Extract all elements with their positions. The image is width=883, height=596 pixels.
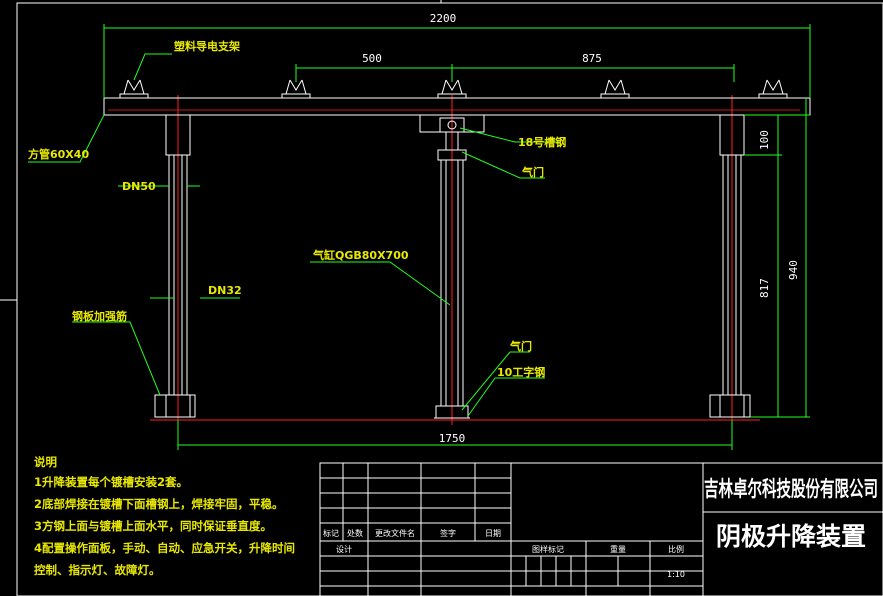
title-block <box>319 462 883 596</box>
tb-stage-mark: 图样标记 <box>532 544 564 554</box>
label-steel-plate: 钢板加强筋 <box>72 309 127 323</box>
label-dn32: DN32 <box>208 284 242 297</box>
tb-designer: 设计 <box>336 544 352 554</box>
label-channel-steel: 18号槽钢 <box>518 135 566 149</box>
leader-lines <box>28 53 560 417</box>
dim-100: 100 <box>758 130 771 150</box>
tb-change-doc: 更改文件名 <box>375 528 415 538</box>
tb-weight: 重量 <box>610 544 626 554</box>
label-valve-bottom: 气门 <box>509 339 532 353</box>
company-name: 吉林卓尔科技股份有限公司 <box>704 476 878 501</box>
label-square-tube: 方管60X40 <box>28 147 89 161</box>
dim-875: 875 <box>582 52 602 65</box>
drawing-title: 阴极升降装置 <box>716 522 866 551</box>
bracket-5 <box>758 79 788 99</box>
tb-count: 处数 <box>347 528 363 538</box>
bracket-1 <box>119 79 149 99</box>
right-post <box>709 114 751 418</box>
note-item-2: 2底部焊接在镀槽下面槽钢上，焊接牢固，平稳。 <box>34 497 284 511</box>
center-cylinder <box>419 115 485 419</box>
left-post <box>154 114 196 418</box>
notes-heading: 说明 <box>34 455 57 469</box>
note-item-4: 4配置操作面板，手动、自动、应急开关，升降时间 <box>34 541 295 555</box>
dim-2200: 2200 <box>430 12 457 25</box>
bracket-3 <box>437 79 467 99</box>
tb-sign: 签字 <box>440 528 456 538</box>
dim-1750: 1750 <box>439 432 466 445</box>
tb-scale-value: 1:10 <box>667 570 685 579</box>
stage-grid <box>525 541 651 596</box>
note-item-1: 1升降装置每个镀槽安装2套。 <box>34 475 188 489</box>
square-tube-beam <box>103 97 811 116</box>
label-i-beam: 10工字钢 <box>497 365 545 379</box>
notes-block: 说明 1升降装置每个镀槽安装2套。 2底部焊接在镀槽下面槽钢上，焊接牢固，平稳。… <box>34 455 295 577</box>
note-item-3: 3方钢上面与镀槽上面水平，同时保证垂直度。 <box>34 519 272 533</box>
dim-500: 500 <box>362 52 382 65</box>
label-cylinder: 气缸QGB80X700 <box>312 248 409 262</box>
bracket-4 <box>600 79 630 99</box>
dim-940: 940 <box>787 260 800 280</box>
revision-grid <box>320 463 703 596</box>
label-dn50: DN50 <box>122 180 156 193</box>
label-valve-top: 气门 <box>521 165 544 179</box>
plastic-brackets <box>119 79 788 99</box>
label-plastic-bracket: 塑料导电支架 <box>174 39 240 53</box>
tb-mark: 标记 <box>323 528 339 538</box>
dim-817: 817 <box>758 278 771 298</box>
dimension-lines <box>103 24 811 450</box>
tb-scale-label: 比例 <box>668 544 684 554</box>
note-item-5: 控制、指示灯、故障灯。 <box>34 563 161 577</box>
tb-date: 日期 <box>485 529 501 538</box>
bracket-2 <box>281 79 311 99</box>
